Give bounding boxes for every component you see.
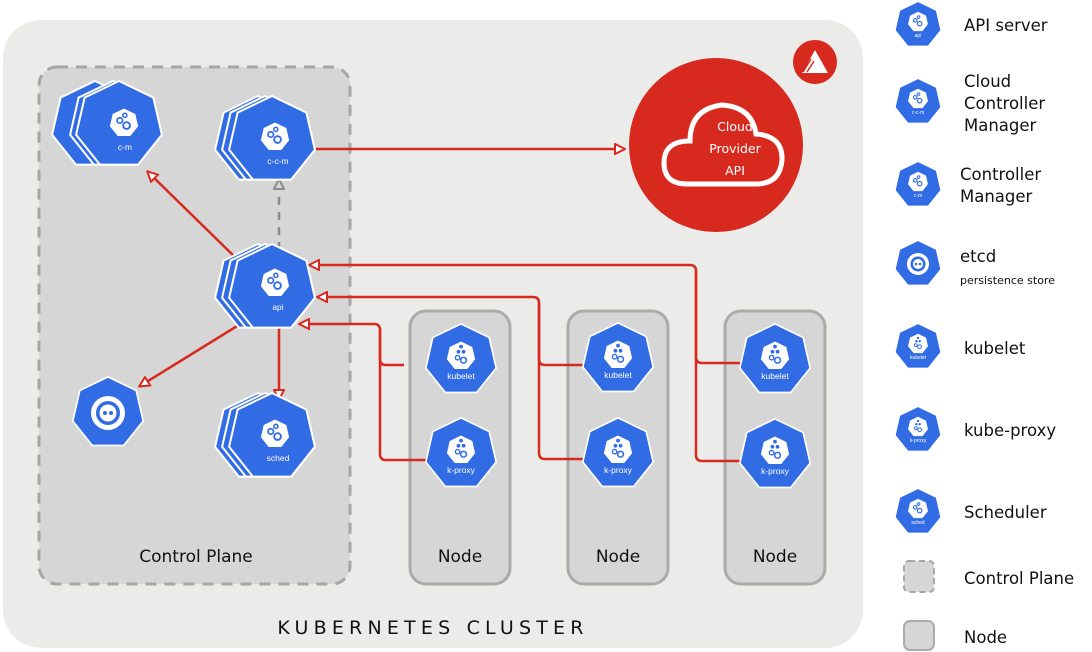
cloud-line-3: API	[725, 163, 745, 178]
cloud-line-1: Cloud	[717, 119, 753, 134]
legend-api-server-icon: api	[895, 2, 941, 46]
svg-text:kubelet: kubelet	[910, 355, 927, 361]
legend-label: kubelet	[964, 339, 1026, 358]
legend: api API server c-c-m Cloud Controller Ma…	[895, 2, 1074, 651]
svg-text:k-proxy: k-proxy	[910, 438, 927, 444]
legend-controller-manager-icon: c-m	[895, 162, 941, 206]
legend-label: Node	[964, 628, 1007, 647]
kproxy-short-label: k-proxy	[604, 465, 633, 475]
ccm-short-label: c-c-m	[267, 156, 288, 166]
kube-proxy-component: k-proxy	[582, 417, 654, 488]
legend-cloud-controller-manager-icon: c-c-m	[895, 79, 941, 123]
legend-kube-proxy-icon: k-proxy	[895, 407, 941, 451]
mountain-logo-icon	[802, 50, 828, 73]
api-to-etcd-arrow	[140, 321, 243, 386]
cloud-line-2: Provider	[709, 141, 761, 156]
legend-label: Manager	[964, 116, 1037, 135]
api-short-label: api	[272, 302, 283, 312]
legend-label: kube-proxy	[964, 421, 1056, 440]
legend-control-plane-swatch	[903, 560, 935, 593]
legend-label: Controller	[960, 165, 1041, 184]
connections	[140, 149, 740, 463]
svg-text:api: api	[915, 33, 922, 39]
cm-short-label: c-m	[118, 142, 132, 152]
node1-kproxy-link	[378, 330, 428, 462]
legend-label: Cloud	[964, 72, 1011, 91]
legend-scheduler-icon: sched	[895, 489, 941, 533]
svg-text:sched: sched	[911, 520, 925, 526]
legend-label: etcd	[960, 247, 996, 266]
kproxy-short-label: k-proxy	[761, 466, 790, 476]
api-server-component: api	[214, 243, 316, 329]
legend-etcd-icon	[895, 241, 941, 285]
api-to-cm-arrow	[148, 172, 241, 263]
scheduler-component: sched	[214, 392, 316, 478]
legend-node-swatch	[903, 620, 935, 651]
legend-label: API server	[964, 16, 1048, 35]
kube-proxy-component: k-proxy	[739, 418, 811, 489]
node-label: Node	[596, 547, 640, 567]
kubelet-short-label: kubelet	[761, 371, 789, 381]
cloud-provider-circle	[629, 58, 803, 232]
svg-text:c-c-m: c-c-m	[912, 110, 925, 116]
svg-text:c-m: c-m	[914, 193, 922, 199]
cloud-provider-api: Cloud Provider API	[629, 40, 837, 232]
kubelet-component: kubelet	[425, 323, 497, 394]
kubelet-component: kubelet	[739, 323, 811, 394]
controller-manager-component: c-m	[51, 80, 163, 166]
sched-short-label: sched	[267, 453, 290, 463]
kubelet-short-label: kubelet	[604, 370, 632, 380]
cloud-icon	[661, 102, 785, 187]
kubelet-short-label: kubelet	[447, 371, 475, 381]
node2-kproxy-link	[537, 303, 583, 461]
node3-kproxy-link	[694, 271, 740, 463]
control-plane-label: Control Plane	[139, 547, 252, 567]
kubelet-component: kubelet	[582, 322, 654, 393]
legend-label: Scheduler	[964, 503, 1047, 522]
legend-label: Manager	[960, 187, 1033, 206]
node-label: Node	[753, 547, 797, 567]
legend-label: Control Plane	[964, 569, 1074, 588]
kproxy-short-label: k-proxy	[447, 465, 476, 475]
legend-label: Controller	[964, 94, 1045, 113]
kube-proxy-component: k-proxy	[425, 417, 497, 488]
cluster-title: KUBERNETES CLUSTER	[277, 617, 588, 639]
cloud-controller-manager-component: c-c-m	[214, 95, 316, 181]
node-label: Node	[438, 547, 482, 567]
legend-kubelet-icon: kubelet	[895, 324, 941, 368]
etcd-component	[72, 376, 144, 447]
legend-sublabel: persistence store	[960, 274, 1055, 287]
